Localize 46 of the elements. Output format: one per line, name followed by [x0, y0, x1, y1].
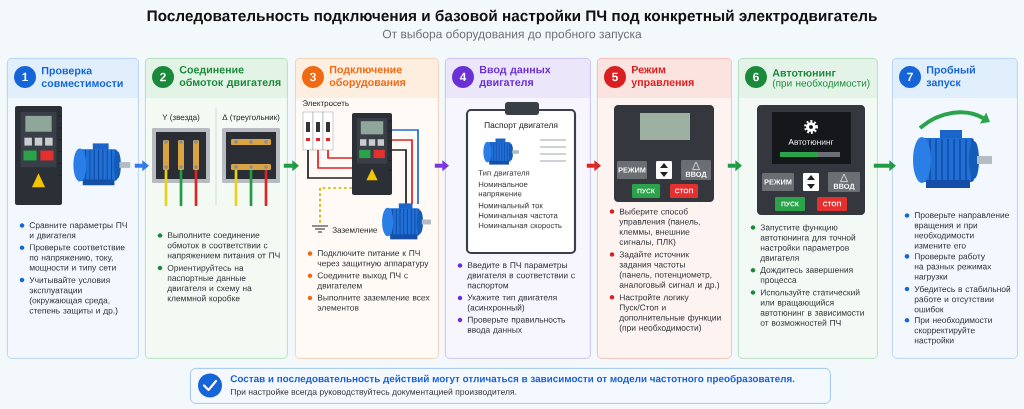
step-title: Подключение оборудования [329, 65, 406, 89]
number-badge: 3 [302, 66, 324, 88]
bullet-item: Введите в ПЧ параметры двигателя в соответствии с паспортом [457, 262, 575, 291]
step-title: Ввод данных двигателя [479, 65, 551, 89]
bullet-item: Задайте источник задания частоты (панель, потенциометр, аналоговый сигнал и др.) [609, 251, 720, 290]
bullet-item: Учитывайте условия эксплуатации (окружающая среда, степень защиты и др.) [19, 276, 118, 316]
number-badge: 1 [14, 66, 36, 88]
number-badge: 5 [604, 66, 626, 88]
bullet-item: Проверьте работу на разных режимах нагрузки [904, 253, 992, 282]
bullet-item: Настройте логику Пуск/Стоп и дополнительные функции (при необходимости) [609, 294, 721, 333]
bullet-item: Соедините выход ПЧ с двигателем [307, 272, 408, 291]
passport-title: Паспорт двигателя [484, 122, 558, 130]
screen-text: Автотюнинг [788, 139, 834, 145]
bullet-item: Укажите тип двигателя (асинхронный) [457, 294, 557, 313]
bullet-item: Сравните параметры ПЧ и двигателя [19, 222, 127, 240]
number-badge: 7 [899, 66, 921, 88]
bullet-item: Выполните соединение обмоток в соответствии с напряжением питания от ПЧ [157, 232, 280, 261]
title: Последовательность подключения и базовой настройки ПЧ под конкретный электродвигатель [147, 9, 877, 25]
bullet-item: При необходимости скорректируйте настройки [904, 316, 992, 346]
subtitle: От выбора оборудования до пробного запуска [382, 29, 642, 41]
bullet-item: Используйте статический или вращающийся автотюнинг в зависимости от возможностей ПЧ [750, 289, 864, 326]
bullet-item: Запустите функцию автотюнинга для точной настройки параметров двигателя [750, 224, 856, 263]
step-title: Режим управления [631, 65, 694, 89]
number-badge: 4 [452, 66, 474, 88]
step-title: Автотюнинг [772, 69, 836, 77]
step-title: Проверка совместимости [41, 66, 123, 88]
bullet-item: Выполните заземление всех элементов [307, 294, 430, 311]
bullet-item: Дождитесь завершения процесса [750, 266, 853, 285]
bullet-item: Проверьте соответствие по напряжению, току, мощности и типу сети [19, 244, 125, 273]
bullet-item: Подключите питание к ПЧ через защитную аппаратуру [307, 250, 429, 268]
number-badge: 6 [745, 66, 767, 88]
step-subtitle: (при необходимости) [772, 79, 870, 89]
ground-label: Заземление [332, 227, 378, 233]
bullet-item: Выберите способ управления (панель, клеммы, внешние сигналы, ПЛК) [609, 208, 700, 247]
bullet-item: Убедитесь в стабильной работе и отсутствии ошибок [904, 285, 1011, 313]
note-text: При настройке всегда руководствуйтесь документацией производителя. [230, 388, 517, 397]
terminal-label: Δ (треугольник) [222, 114, 280, 122]
step-title: Пробный запуск [926, 65, 975, 89]
bullet-item: Проверьте направление вращения и при необходимости измените его [904, 212, 1009, 249]
bullet-item: Ориентируйтесь на паспортные данные двигателя и схему на клеммной коробке [157, 264, 252, 303]
mains-label: Электросеть [302, 100, 349, 108]
number-badge: 2 [152, 66, 174, 88]
terminal-label: Y (звезда) [162, 114, 200, 122]
note-text: Состав и последовательность действий могут отличаться в зависимости от модели частотного преобразователя. [230, 374, 795, 385]
bullet-item: Проверьте правильность ввода данных [457, 316, 565, 335]
step-title: Соединение обмоток двигателя [179, 65, 281, 89]
